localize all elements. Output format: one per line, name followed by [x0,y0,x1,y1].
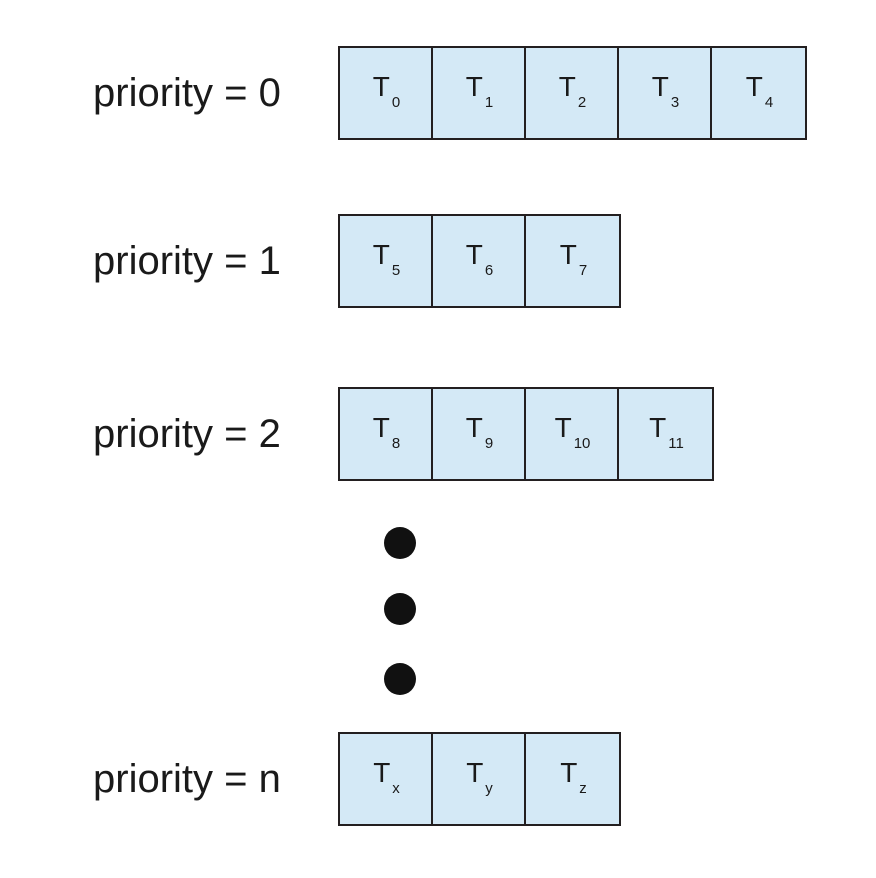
ellipsis-dot [384,663,416,695]
priority-label: priority = 2 [93,412,281,456]
priority-label: priority = 1 [93,239,281,283]
priority-label: priority = 0 [93,71,281,115]
priority-label: priority = n [93,757,281,801]
ellipsis-dot [384,593,416,625]
ellipsis-dot [384,527,416,559]
